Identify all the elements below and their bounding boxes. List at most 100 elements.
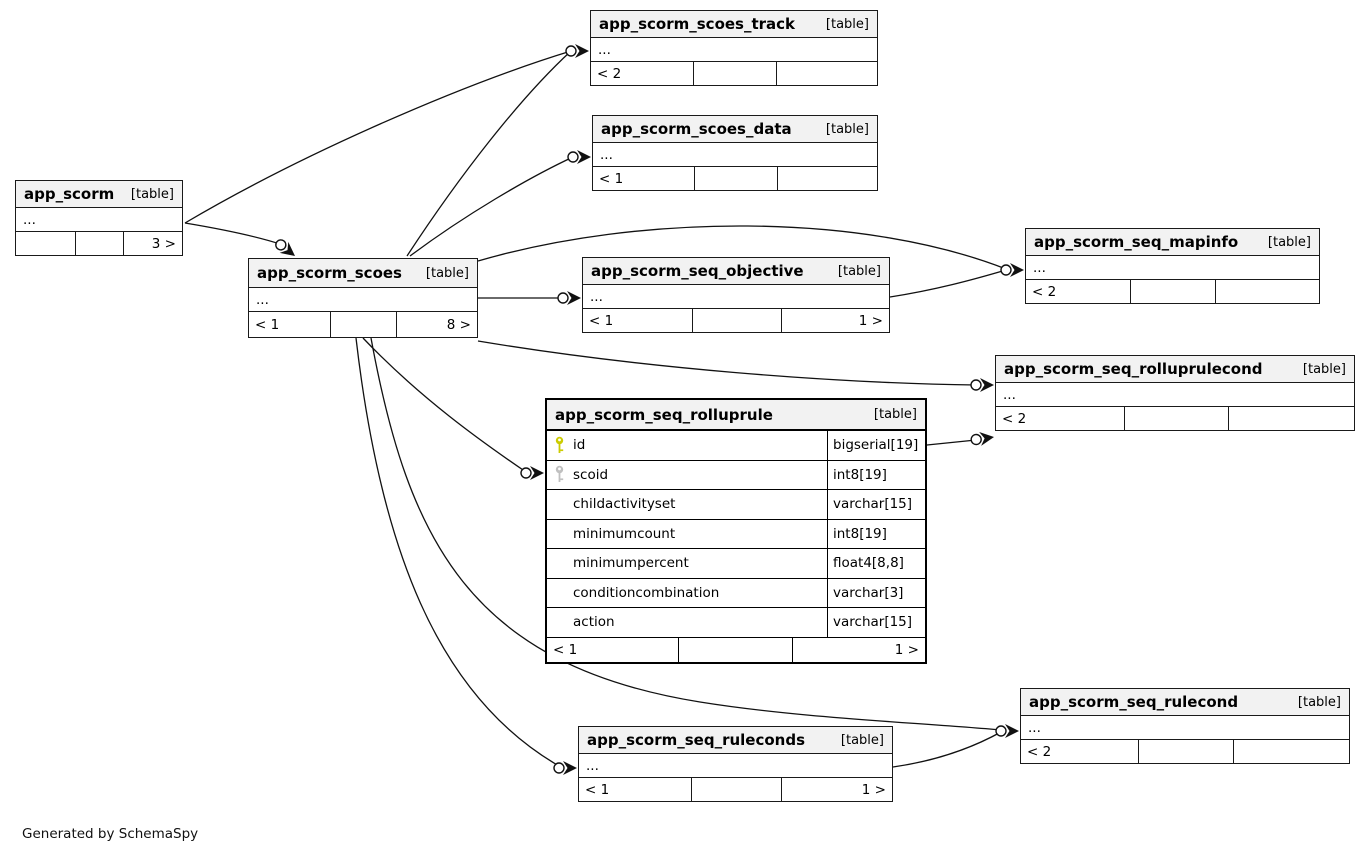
table-header[interactable]: app_scorm_seq_mapinfo [table] [1026, 229, 1319, 256]
edge-endpoint [557, 291, 581, 305]
footer-mid [695, 167, 778, 190]
table-footer: < 1 1 > [579, 778, 892, 801]
edge-endpoint [1000, 263, 1024, 277]
table-name: app_scorm_scoes_track [599, 15, 796, 33]
table-name: app_scorm_seq_rolluprulecond [1004, 360, 1263, 378]
columns-ellipsis: ... [1021, 716, 1349, 740]
columns-ellipsis: ... [591, 38, 877, 62]
edge-app_scorm_seq_objective-to-app_scorm_seq_mapinfo [889, 269, 1007, 298]
edge-app_scorm_seq_ruleconds-to-app_scorm_seq_rulecond [892, 731, 1002, 768]
table-footer: < 2 [1021, 740, 1349, 763]
footer-mid [693, 309, 782, 332]
table-header[interactable]: app_scorm_scoes [table] [249, 259, 477, 288]
column-type: bigserial[19] [827, 431, 925, 460]
related-parents: < 1 [593, 167, 696, 190]
edge-app_scorm_scoes-to-app_scorm_seq_mapinfo [477, 225, 1007, 270]
primary-key-icon [555, 436, 563, 453]
edge-endpoint [995, 724, 1019, 738]
related-parents: < 2 [591, 62, 694, 85]
table-header[interactable]: app_scorm_seq_rulecond [table] [1021, 689, 1349, 716]
table-app_scorm_seq_mapinfo[interactable]: app_scorm_seq_mapinfo [table] ... < 2 [1025, 228, 1320, 304]
table-app_scorm_seq_rolluprulecond[interactable]: app_scorm_seq_rolluprulecond [table] ...… [995, 355, 1355, 431]
table-header[interactable]: app_scorm_scoes_data [table] [593, 116, 877, 143]
table-app_scorm_scoes_data[interactable]: app_scorm_scoes_data [table] ... < 1 [592, 115, 878, 191]
table-header[interactable]: app_scorm_seq_objective [table] [583, 258, 889, 285]
table-app_scorm_seq_ruleconds[interactable]: app_scorm_seq_ruleconds [table] ... < 1 … [578, 726, 893, 802]
footer-mid [694, 62, 777, 85]
table-type-label: [table] [873, 407, 917, 422]
table-type-label: [table] [837, 263, 881, 279]
column-row[interactable]: conditioncombination varchar[3] [547, 578, 925, 608]
table-footer: 3 > [16, 232, 182, 255]
column-type: float4[8,8] [827, 549, 925, 578]
column-row[interactable]: minimumpercent float4[8,8] [547, 549, 925, 579]
table-name: app_scorm_seq_objective [591, 262, 804, 280]
column-row[interactable]: action varchar[15] [547, 608, 925, 638]
table-header[interactable]: app_scorm_seq_rolluprule [table] [547, 400, 925, 431]
table-app_scorm[interactable]: app_scorm [table] ... 3 > [15, 180, 183, 256]
footer-mid [1125, 407, 1229, 430]
edge-endpoint [565, 44, 589, 58]
edge-app_scorm_scoes-to-app_scorm_seq_rulecond [370, 337, 1002, 731]
table-type-label: [table] [1267, 234, 1311, 250]
table-footer: < 2 [591, 62, 877, 85]
table-header[interactable]: app_scorm_scoes_track [table] [591, 11, 877, 38]
table-type-label: [table] [840, 732, 884, 748]
edge-endpoint [970, 432, 994, 446]
table-type-label: [table] [1302, 361, 1346, 377]
edge-endpoint [567, 150, 591, 164]
table-name: app_scorm [24, 185, 115, 203]
edge-app_scorm_scoes-to-app_scorm_seq_rolluprule [362, 337, 527, 473]
footer-mid [331, 312, 398, 337]
related-parents: < 2 [1021, 740, 1140, 763]
related-parents: < 1 [583, 309, 694, 332]
related-children [778, 167, 877, 190]
table-app_scorm_seq_rolluprule[interactable]: app_scorm_seq_rolluprule [table] id bigs… [545, 398, 927, 664]
related-children [1234, 740, 1349, 763]
table-type-label: [table] [825, 16, 869, 32]
columns-ellipsis: ... [1026, 256, 1319, 280]
table-header[interactable]: app_scorm_seq_ruleconds [table] [579, 727, 892, 754]
column-name: childactivityset [573, 496, 676, 513]
table-name: app_scorm_seq_mapinfo [1034, 233, 1239, 251]
related-parents: < 2 [1026, 280, 1132, 303]
related-parents: < 1 [249, 312, 332, 337]
column-row[interactable]: childactivityset varchar[15] [547, 490, 925, 520]
footer-mid [1139, 740, 1235, 763]
related-children [777, 62, 877, 85]
table-header[interactable]: app_scorm_seq_rolluprulecond [table] [996, 356, 1354, 383]
edge-app_scorm_scoes-to-app_scorm_seq_rolluprulecond [477, 340, 977, 386]
column-row[interactable]: scoid int8[19] [547, 460, 925, 490]
table-app_scorm_scoes[interactable]: app_scorm_scoes [table] ... < 1 8 > [248, 258, 478, 338]
table-name: app_scorm_seq_rulecond [1029, 693, 1239, 711]
table-header[interactable]: app_scorm [table] [16, 181, 182, 208]
column-type: varchar[15] [827, 608, 925, 637]
edge-endpoint [553, 761, 577, 775]
column-row[interactable]: minimumcount int8[19] [547, 519, 925, 549]
table-type-label: [table] [825, 121, 869, 137]
table-name: app_scorm_scoes_data [601, 120, 792, 138]
footer-mid [692, 778, 783, 801]
table-type-label: [table] [1297, 694, 1341, 710]
table-name: app_scorm_scoes [257, 264, 402, 282]
table-footer: < 1 1 > [583, 309, 889, 332]
columns-ellipsis: ... [16, 208, 182, 232]
column-type: int8[19] [827, 519, 925, 548]
generator-credit: Generated by SchemaSpy [22, 826, 199, 842]
table-app_scorm_seq_rulecond[interactable]: app_scorm_seq_rulecond [table] ... < 2 [1020, 688, 1350, 764]
column-type: varchar[15] [827, 490, 925, 519]
column-name: id [573, 437, 586, 454]
column-row[interactable]: id bigserial[19] [547, 431, 925, 461]
table-footer: < 2 [1026, 280, 1319, 303]
columns-ellipsis: ... [249, 288, 477, 312]
related-children [1229, 407, 1354, 430]
edge-endpoint [520, 466, 544, 480]
related-parents: < 1 [547, 637, 680, 662]
table-app_scorm_seq_objective[interactable]: app_scorm_seq_objective [table] ... < 1 … [582, 257, 890, 333]
related-children: 8 > [446, 316, 471, 333]
related-children: 1 > [894, 641, 919, 658]
edge-app_scorm_scoes-to-app_scorm_seq_ruleconds [355, 337, 560, 767]
table-app_scorm_scoes_track[interactable]: app_scorm_scoes_track [table] ... < 2 [590, 10, 878, 86]
edge-app_scorm-to-app_scorm_scoes_track [184, 50, 572, 224]
